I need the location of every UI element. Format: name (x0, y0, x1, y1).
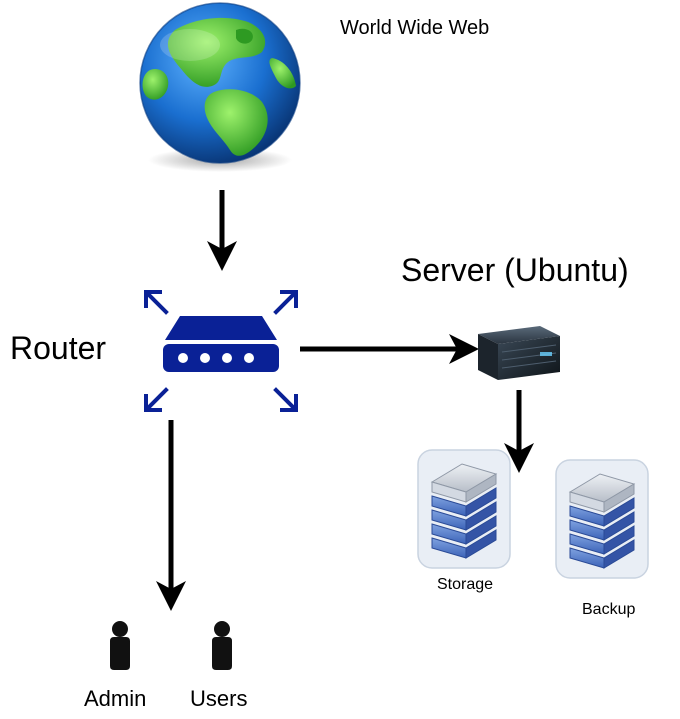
server-label: Server (Ubuntu) (401, 252, 629, 288)
admin-label: Admin (84, 686, 147, 711)
server-icon (478, 326, 560, 380)
connections (156, 190, 534, 612)
storage-rack-icon (417, 449, 511, 569)
users-user-icon (212, 621, 232, 670)
globe-icon (139, 2, 301, 172)
router-icon (144, 290, 298, 412)
www-label: World Wide Web (340, 17, 490, 39)
router-label: Router (10, 330, 107, 366)
admin-user-icon (110, 621, 130, 670)
backup-rack-icon (555, 459, 649, 579)
backup-label: Backup (582, 601, 636, 618)
storage-label: Storage (437, 576, 494, 593)
users-label: Users (190, 686, 248, 711)
